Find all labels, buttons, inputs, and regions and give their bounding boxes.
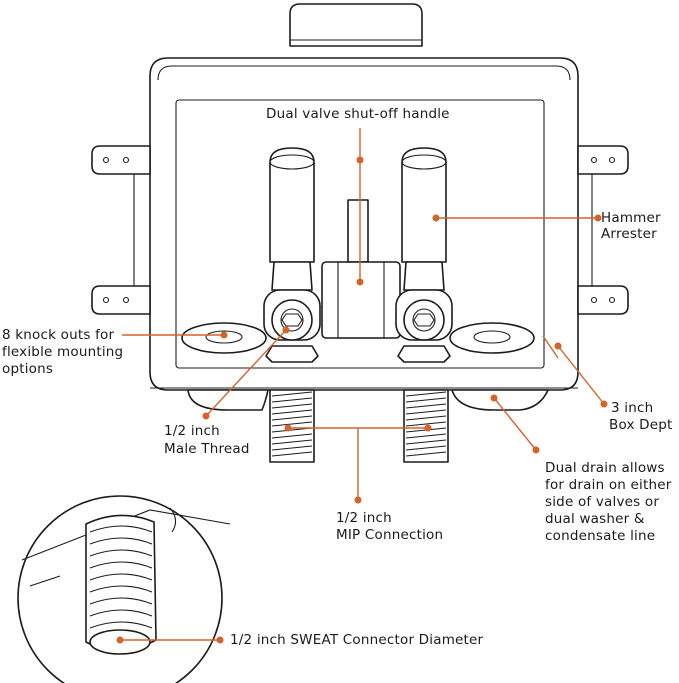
label-dual-drain-line2: for drain on either <box>545 477 672 493</box>
mounting-tabs-left <box>91 145 151 315</box>
hammer-arrester-left <box>269 147 315 291</box>
label-knockouts-line1: 8 knock outs for <box>2 327 115 343</box>
label-mip-line1: 1/2 inch <box>336 510 392 526</box>
label-hammer-line1: Hammer <box>601 210 661 226</box>
leader-dots <box>116 156 608 644</box>
label-mip-line2: MIP Connection <box>336 527 444 543</box>
label-shutoff-handle: Dual valve shut-off handle <box>266 106 450 122</box>
mounting-tabs-right <box>577 145 629 315</box>
label-dual-drain-line5: condensate line <box>545 528 656 544</box>
top-drain-port <box>289 3 423 47</box>
hammer-arrester-right <box>401 147 447 291</box>
label-knockouts-line2: flexible mounting <box>2 344 124 360</box>
label-knockouts-line3: options <box>2 361 54 377</box>
label-dual-drain-line4: dual washer & <box>545 511 645 527</box>
label-male-thread-line1: 1/2 inch <box>164 423 220 439</box>
label-box-depth-line1: 3 inch <box>611 400 654 416</box>
valve-right <box>395 289 453 363</box>
shutoff-handle <box>321 199 401 339</box>
label-box-depth-line2: Box Dept <box>609 417 673 433</box>
label-hammer-line2: Arrester <box>601 226 657 242</box>
label-dual-drain-line1: Dual drain allows <box>545 460 665 476</box>
threaded-pipe-left <box>269 389 315 463</box>
knockout-washers <box>181 322 535 354</box>
label-sweat-connector: 1/2 inch SWEAT Connector Diameter <box>230 632 484 648</box>
valve-left <box>263 289 321 363</box>
label-dual-drain-line3: side of valves or <box>545 494 660 510</box>
label-male-thread-line2: Male Thread <box>164 441 250 457</box>
bottom-drain-bulges <box>187 389 549 411</box>
leader-lines <box>120 128 605 641</box>
sweat-detail-magnifier <box>17 495 231 683</box>
